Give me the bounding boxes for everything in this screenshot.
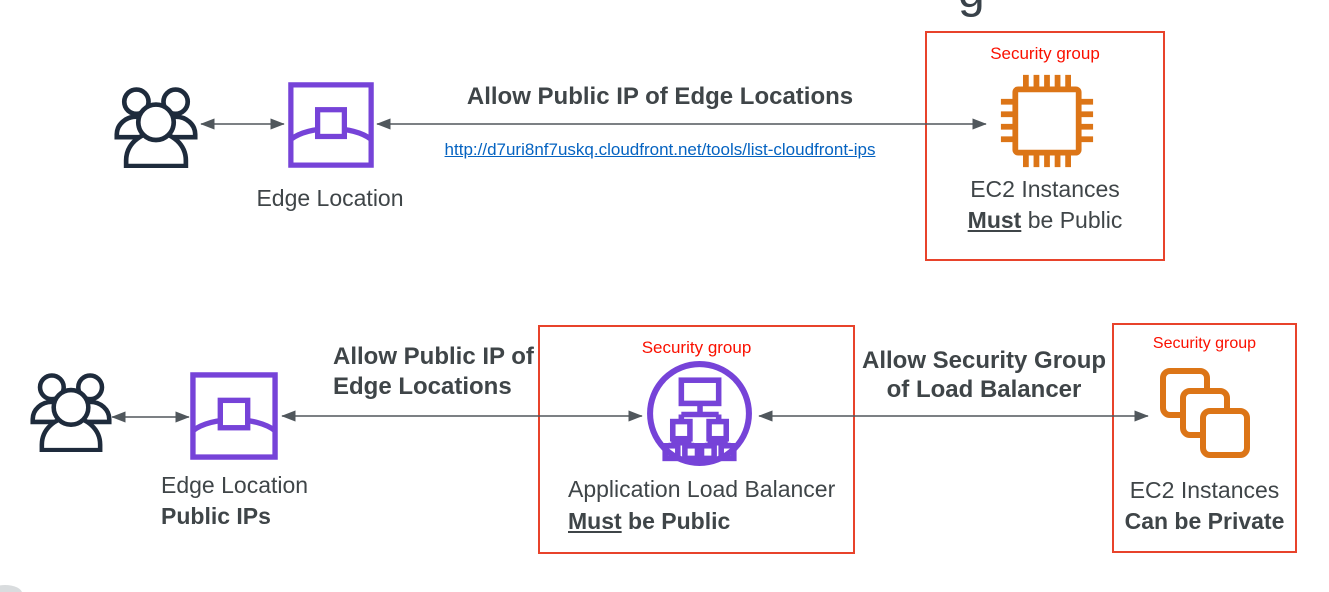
security-group-label: Security group bbox=[990, 44, 1100, 63]
security-group-label: Security group bbox=[641, 338, 752, 357]
corner-fragment bbox=[0, 585, 22, 592]
node-sublabel: Can be Private bbox=[1124, 508, 1285, 534]
node-sublabel: Must be Public bbox=[568, 508, 731, 534]
cloudfront-edge-location-icon bbox=[190, 372, 278, 460]
cutoff-title-text: g bbox=[958, 0, 985, 19]
security-group-label: Security group bbox=[1152, 335, 1257, 352]
security-group-box-ec2-public: Security group EC2 Instances Must be Pub… bbox=[925, 31, 1165, 261]
edge-location-label: Edge Location bbox=[161, 472, 309, 498]
users-icon bbox=[114, 84, 198, 168]
rule-annotation-right: Allow Security Group of Load Balancer bbox=[861, 347, 1107, 403]
cloudfront-ips-link[interactable]: http://d7uri8nf7uskq.cloudfront.net/tool… bbox=[444, 140, 876, 159]
node-label: EC2 Instances bbox=[1129, 477, 1280, 503]
application-load-balancer-icon bbox=[643, 357, 756, 470]
security-group-box-alb: Security group Application Loa bbox=[538, 325, 855, 554]
ec2-instances-stack-icon bbox=[1155, 365, 1255, 465]
edge-location-label-group: Edge Location Public IPs bbox=[161, 470, 308, 532]
node-label: Application Load Balancer bbox=[568, 476, 836, 502]
rule-annotation-left: Allow Public IP of Edge Locations bbox=[333, 343, 534, 400]
rule-annotation-top: Allow Public IP of Edge Locations bbox=[466, 83, 854, 110]
node-sublabel: Must be Public bbox=[967, 207, 1123, 233]
security-group-box-ec2-private: Security group EC2 Instances Can be Priv… bbox=[1112, 323, 1297, 553]
edge-location-label: Edge Location bbox=[256, 185, 404, 211]
ec2-instance-chip-icon bbox=[999, 73, 1095, 169]
node-label: EC2 Instances bbox=[970, 176, 1120, 202]
users-icon bbox=[30, 370, 112, 452]
edge-location-sublabel: Public IPs bbox=[161, 503, 271, 529]
cloudfront-edge-location-icon bbox=[288, 82, 374, 168]
